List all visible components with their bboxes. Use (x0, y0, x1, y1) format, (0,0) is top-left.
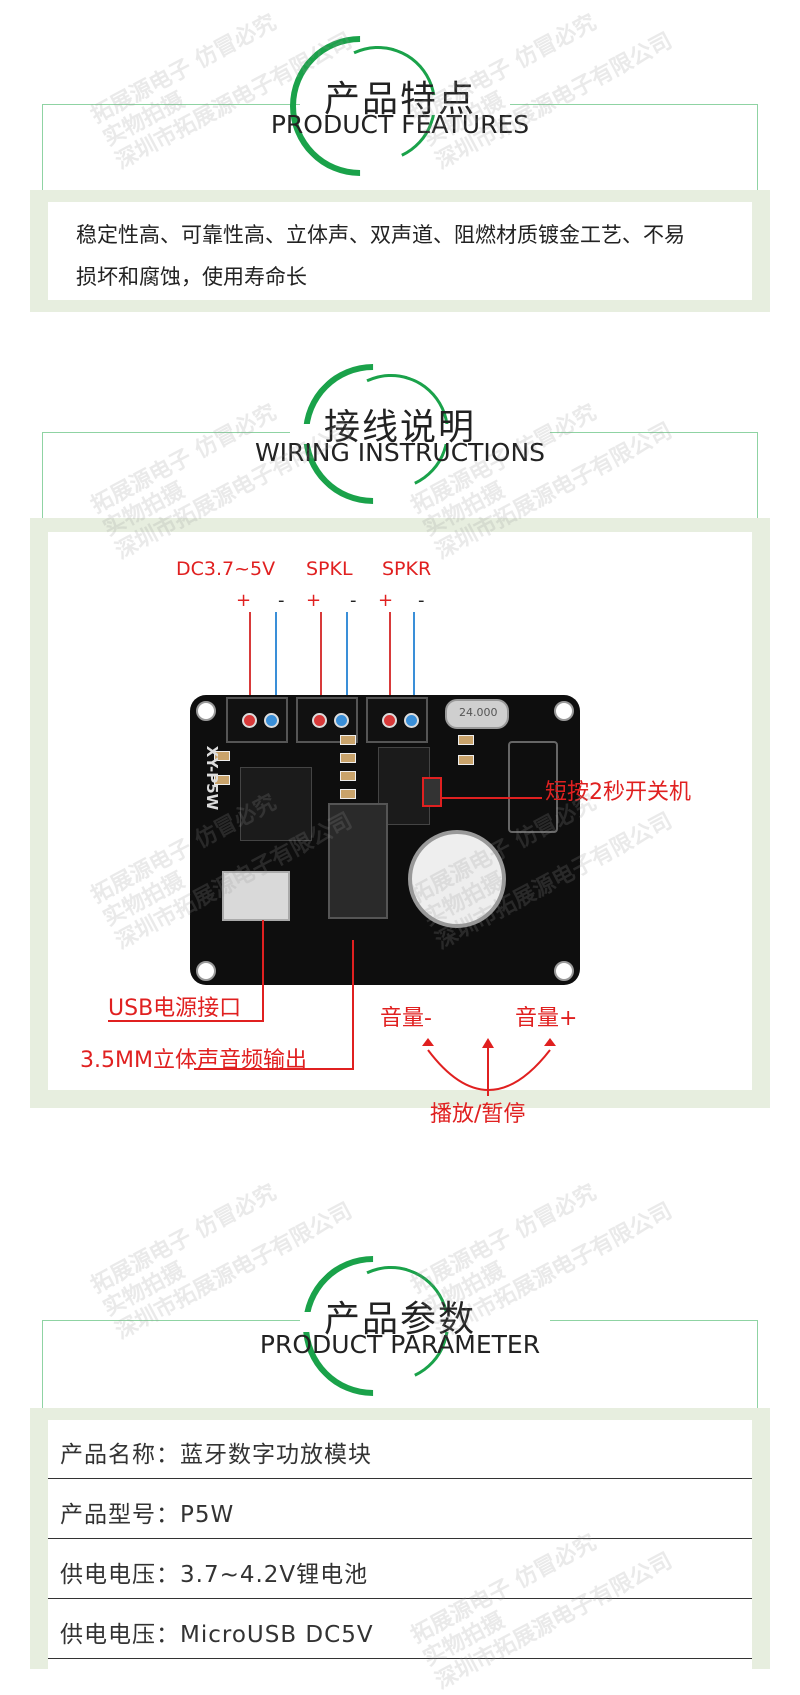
param-text: 产品名称：蓝牙数字功放模块 (60, 1442, 372, 1468)
crystal-oscillator: 24.000 (445, 699, 509, 729)
spkl-minus: - (350, 590, 357, 611)
mount-hole (554, 701, 574, 721)
dc-terminal (226, 697, 288, 743)
smd-part (214, 751, 230, 761)
audio-out-label: 3.5MM立体声音频输出 (80, 1048, 307, 1073)
spkr-plus-lead (389, 612, 391, 710)
param-row: 供电电压：3.7~4.2V锂电池 (48, 1540, 752, 1599)
param-row: 供电电压：MicroUSB DC5V (48, 1600, 752, 1659)
wiring-title-en: WIRING INSTRUCTIONS (254, 438, 546, 467)
center-arrowhead (482, 1038, 494, 1048)
mount-hole (196, 701, 216, 721)
mount-hole (196, 961, 216, 981)
usb-callout-line (262, 920, 264, 1020)
spkl-minus-lead (346, 612, 348, 710)
usb-callout-underline (108, 1020, 264, 1022)
parameter-title-en: PRODUCT PARAMETER (259, 1330, 541, 1359)
smd-part (458, 755, 474, 765)
power-button-label: 短按2秒开关机 (545, 780, 691, 805)
dc-plus-lead (249, 612, 251, 710)
volume-knob[interactable] (408, 830, 506, 928)
audio-callout-underline (194, 1068, 354, 1070)
smd-part (340, 735, 356, 745)
smd-part (458, 735, 474, 745)
vol-plus-label: 音量+ (515, 1006, 578, 1031)
audio-callout-line (352, 940, 354, 1068)
spkl-plus: + (306, 590, 322, 611)
param-text: 产品型号：P5W (60, 1502, 235, 1528)
param-row: 产品型号：P5W (48, 1480, 752, 1539)
audio-jack (328, 803, 388, 919)
param-text: 供电电压：3.7~4.2V锂电池 (60, 1562, 369, 1588)
smd-part (340, 771, 356, 781)
dc-minus-lead (275, 612, 277, 710)
spkr-plus: + (378, 590, 394, 611)
features-header: 产品特点 PRODUCT FEATURES (0, 0, 800, 205)
dc-plus: + (236, 590, 252, 611)
features-title-en: PRODUCT FEATURES (270, 110, 530, 139)
board-silk: XY-P5W (203, 745, 222, 811)
power-button[interactable] (422, 777, 442, 807)
wiring-header: 接线说明 WIRING INSTRUCTIONS (0, 0, 800, 533)
smd-part (340, 753, 356, 763)
power-callout-line (440, 797, 542, 799)
right-arrowhead (544, 1038, 556, 1046)
dc-label: DC3.7~5V (176, 558, 276, 580)
play-pause-label: 播放/暂停 (430, 1102, 526, 1127)
features-title-cn: 产品特点 (323, 79, 476, 120)
dc-minus: - (278, 590, 285, 611)
features-panel: 稳定性高、可靠性高、立体声、双声道、阻燃材质镀金工艺、不易损坏和腐蚀，使用寿命长 (30, 190, 770, 312)
features-text: 稳定性高、可靠性高、立体声、双声道、阻燃材质镀金工艺、不易损坏和腐蚀，使用寿命长 (76, 223, 685, 289)
smd-part (214, 775, 230, 785)
usb-port (222, 871, 290, 921)
spkr-minus-lead (413, 612, 415, 710)
usb-label: USB电源接口 (108, 996, 242, 1021)
bluetooth-amp-board: 24.000 XY-P5W (190, 695, 580, 985)
param-text: 供电电压：MicroUSB DC5V (60, 1622, 374, 1648)
wiring-title-cn: 接线说明 (323, 407, 476, 448)
parameter-panel: 产品名称：蓝牙数字功放模块 产品型号：P5W 供电电压：3.7~4.2V锂电池 … (30, 1408, 770, 1669)
spkr-minus: - (418, 590, 425, 611)
antenna-trace (508, 741, 558, 833)
parameter-table: 产品名称：蓝牙数字功放模块 产品型号：P5W 供电电压：3.7~4.2V锂电池 … (48, 1420, 752, 1669)
amp-chip (240, 767, 312, 841)
crystal-text: 24.000 (459, 706, 498, 719)
spkl-label: SPKL (306, 558, 353, 580)
param-row: 产品名称：蓝牙数字功放模块 (48, 1420, 752, 1479)
parameter-header: 产品参数 PRODUCT PARAMETER (0, 0, 800, 1425)
spkl-plus-lead (320, 612, 322, 710)
left-arrowhead (422, 1038, 434, 1046)
mount-hole (554, 961, 574, 981)
spkr-terminal (366, 697, 428, 743)
parameter-title-cn: 产品参数 (323, 1299, 476, 1340)
vol-minus-label: 音量- (380, 1006, 432, 1031)
smd-part (340, 789, 356, 799)
spkr-label: SPKR (382, 558, 432, 580)
control-arrows (422, 1038, 556, 1096)
